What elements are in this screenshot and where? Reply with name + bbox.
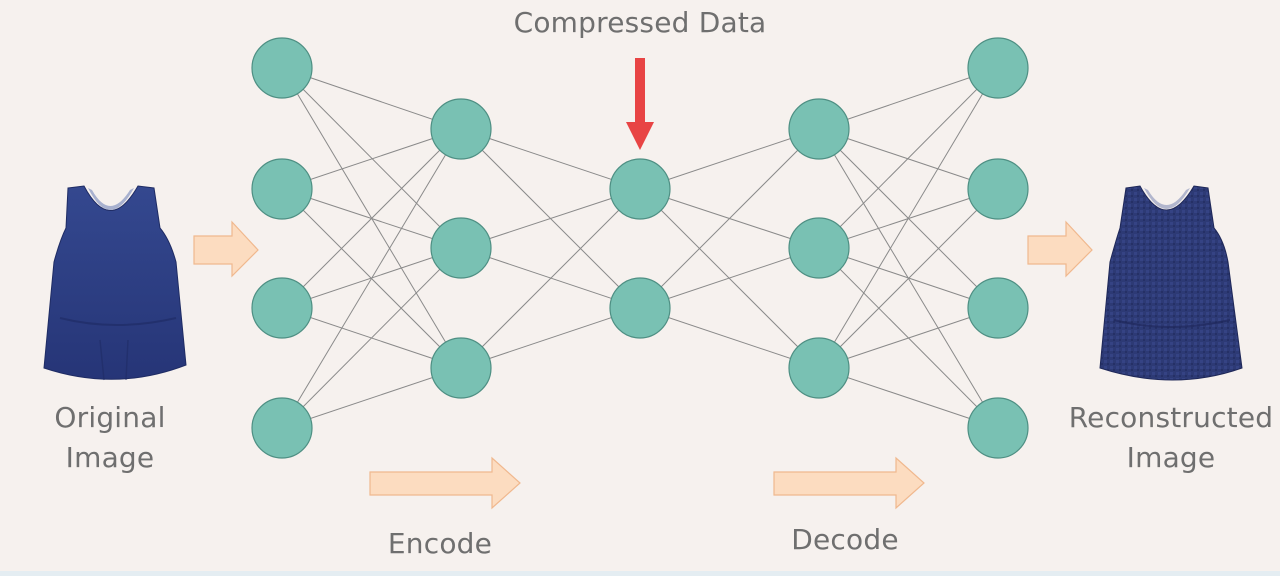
edge-l3n0-l4n0 [818,67,999,130]
compressed-pointer-arrow-icon [626,58,654,150]
edge-l0n3-l1n0 [281,128,462,429]
neuron-layer3-node0 [788,98,850,160]
reconstructed-image-label: Reconstructed Image [1062,398,1280,478]
edge-l2n1-l3n2 [639,307,820,369]
original-image-label: Original Image [20,398,200,478]
neuron-layer4-node3 [967,397,1029,459]
neuron-layer4-node1 [967,158,1029,220]
edge-l3n2-l4n3 [818,367,999,429]
neuron-layer1-node1 [430,217,492,279]
original-label-line1: Original [54,401,166,434]
neuron-layer4-node0 [967,37,1029,99]
edge-l2n1-l3n1 [639,247,820,309]
edge-l0n0-l1n0 [281,67,462,130]
neuron-layer0-node3 [251,397,313,459]
edge-l3n1-l4n0 [818,67,999,249]
edge-l3n2-l4n2 [818,307,999,369]
edge-l0n2-l1n0 [281,128,462,309]
neuron-layer0-node2 [251,277,313,339]
neuron-layer0-node0 [251,37,313,99]
input-arrow-icon [193,220,259,278]
neuron-layer2-node0 [609,158,671,220]
edge-l0n1-l1n0 [281,128,462,190]
edge-l3n2-l4n0 [818,67,999,369]
decode-arrow-icon [773,456,925,510]
original-label-line2: Image [65,441,155,474]
reconstructed-label-line2: Image [1126,441,1216,474]
original-image-tank-top-icon [43,185,187,381]
neuron-layer4-node2 [967,277,1029,339]
edge-l2n1-l3n0 [639,128,820,309]
edge-l3n0-l4n1 [818,128,999,190]
edge-l2n0-l3n0 [639,128,820,190]
network-nodes [251,37,1029,459]
output-arrow-icon [1027,220,1093,278]
decode-label: Decode [791,523,899,556]
bottom-strip [0,571,1280,576]
neuron-layer1-node0 [430,98,492,160]
neuron-layer2-node1 [609,277,671,339]
network-edges [281,67,999,429]
edge-l0n3-l1n1 [281,247,462,429]
neuron-layer0-node1 [251,158,313,220]
edge-l3n2-l4n1 [818,188,999,369]
edge-l1n1-l2n0 [460,188,641,249]
neuron-layer1-node2 [430,337,492,399]
edge-l0n3-l1n2 [281,367,462,429]
encode-arrow-icon [369,456,521,510]
reconstructed-label-line1: Reconstructed [1068,401,1274,434]
edge-l1n2-l2n0 [460,188,641,369]
neuron-layer3-node2 [788,337,850,399]
edge-l1n2-l2n1 [460,307,641,369]
compressed-data-label: Compressed Data [513,6,767,39]
edge-l0n0-l1n1 [281,67,462,249]
encode-label: Encode [387,527,493,560]
reconstructed-image-tank-top-icon [1099,185,1243,381]
edge-l1n0-l2n0 [460,128,641,190]
neuron-layer3-node1 [788,217,850,279]
